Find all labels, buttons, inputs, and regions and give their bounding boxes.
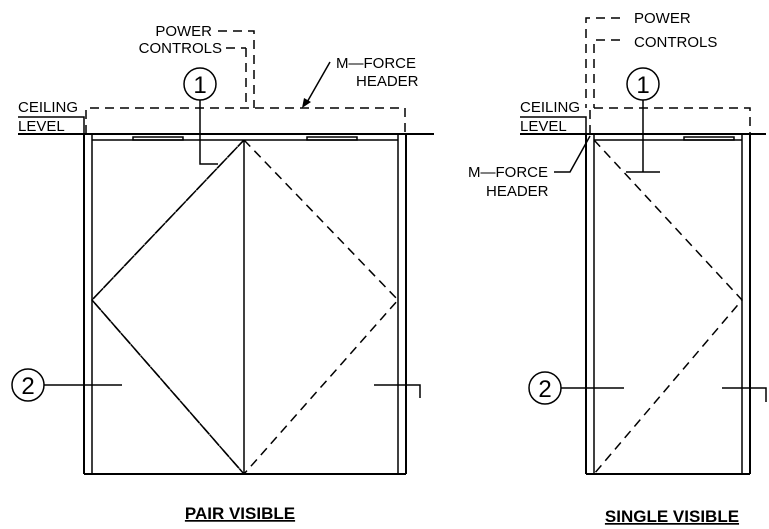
power-controls-leader-right [585,17,620,108]
m-force-header-outline [85,107,406,134]
power-controls-leader [218,30,255,108]
ceiling-level-leader-right [520,116,587,134]
ceiling-label: CEILING [18,99,78,116]
m-force-header-leader [305,61,331,105]
operator-arm-left [132,136,184,141]
single-visible-title: SINGLE VISIBLE [605,507,739,526]
power-controls-leader-right-2 [593,39,620,108]
pair-visible-title: PAIR VISIBLE [185,504,295,523]
m-force-label: M—FORCE [336,55,416,72]
callout-1-leader [199,100,218,165]
pair-visible-view: POWER CONTROLS M—FORCE HEADER CEILING LE… [11,23,434,523]
header-label-right: HEADER [486,183,549,200]
single-visible-view: POWER CONTROLS CEILING LEVEL M—FORCE HEA… [468,10,767,526]
m-force-header-arrow [302,98,311,108]
level-label: LEVEL [18,118,65,135]
swing-single-leaf [593,139,744,475]
m-force-header-outline-right [589,107,751,134]
controls-label-right: CONTROLS [634,34,717,51]
ceiling-level-leader [18,116,85,134]
m-force-header-leader-right [554,135,591,173]
callout-2-text-right: 2 [538,376,551,403]
hinge-mark-right [722,387,767,402]
callout-2-text: 2 [21,373,34,400]
power-label: POWER [155,23,212,40]
level-label-right: LEVEL [520,118,567,135]
swing-right-leaf [243,139,400,475]
operator-arm-right [306,136,358,141]
swing-left-leaf [90,139,245,475]
swing-indicator-left-leaf [90,139,245,475]
callout-1-text-right: 1 [636,72,649,99]
callout-1-leader-right [626,100,660,173]
header-label: HEADER [356,73,419,90]
power-label-right: POWER [634,10,691,27]
operator-arm-right-view [683,136,735,141]
callout-1-text: 1 [193,72,206,99]
m-force-label-right: M—FORCE [468,164,548,181]
hinge-mark [374,384,421,398]
ceiling-label-right: CEILING [520,99,580,116]
controls-label: CONTROLS [139,40,222,57]
